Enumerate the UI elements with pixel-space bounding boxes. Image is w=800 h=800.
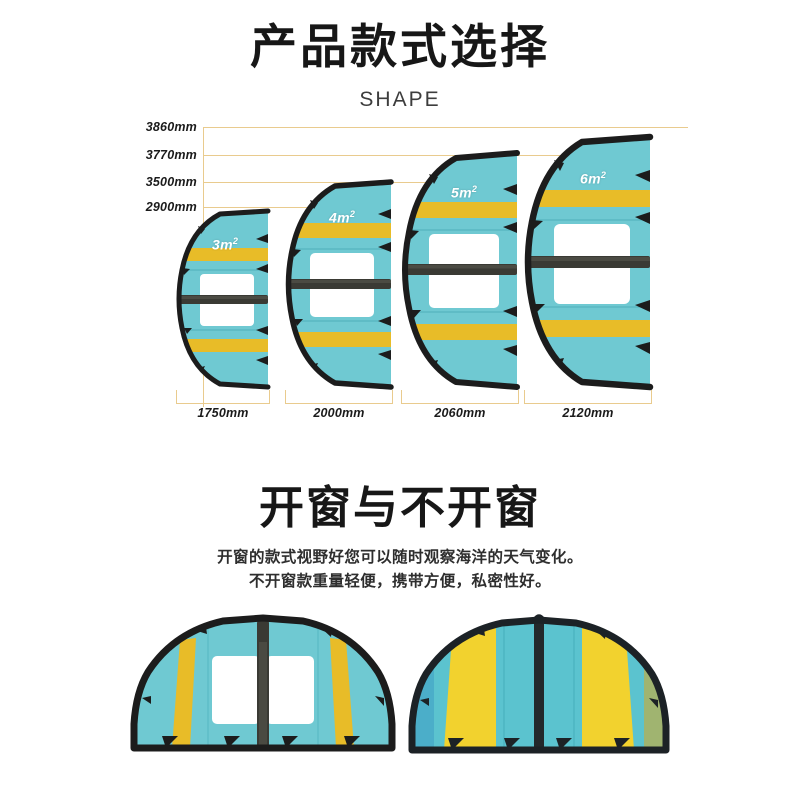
gridline-3860 bbox=[203, 127, 688, 128]
section2-desc-line2: 不开窗款重量轻便，携带方便，私密性好。 bbox=[248, 573, 552, 591]
wing-photos-row bbox=[0, 612, 800, 787]
section2-desc-line1: 开窗的款式视野好您可以随时观察海洋的天气变化。 bbox=[217, 549, 583, 566]
gridline-2900 bbox=[203, 207, 363, 208]
width-label-4m: 2000mm bbox=[313, 406, 365, 420]
section2-description: 开窗的款式视野好您可以随时观察海洋的天气变化。 不开窗款重量轻便，携带方便，私密… bbox=[0, 546, 800, 594]
width-label-5m: 2060mm bbox=[434, 406, 486, 420]
gridline-3770 bbox=[203, 155, 588, 156]
section2-title: 开窗与不开窗 bbox=[258, 482, 541, 533]
axis-label-3860: 3860mm bbox=[145, 120, 197, 134]
width-label-6m: 2120mm bbox=[562, 406, 614, 420]
bracket-3m bbox=[176, 390, 270, 404]
wing-profiles-row: 3m2 bbox=[0, 118, 800, 408]
wing-profile-5m[interactable]: 5m2 bbox=[401, 150, 520, 390]
wing-profile-4m[interactable]: 4m2 bbox=[285, 179, 394, 390]
axis-label-2900: 2900mm bbox=[145, 200, 197, 214]
gridline-3500 bbox=[203, 182, 475, 183]
axis-label-3500: 3500mm bbox=[145, 175, 197, 189]
axis-label-3770: 3770mm bbox=[145, 148, 197, 162]
section1-subtitle: SHAPE bbox=[359, 88, 441, 111]
width-bracket-row: 1750mm 2000mm 2060mm 2120mm bbox=[0, 390, 800, 430]
bracket-5m bbox=[401, 390, 519, 404]
bracket-4m bbox=[285, 390, 393, 404]
wing-photo-without-window[interactable] bbox=[404, 612, 674, 762]
bracket-6m bbox=[524, 390, 652, 404]
section1-title: 产品款式选择 bbox=[250, 20, 550, 73]
chart-axis-labels: 3860mm 3770mm 3500mm 2900mm bbox=[105, 118, 197, 398]
width-label-3m: 1750mm bbox=[197, 406, 249, 420]
size-comparison-chart: 3860mm 3770mm 3500mm 2900mm bbox=[0, 118, 800, 428]
wing-photo-with-window[interactable] bbox=[128, 612, 398, 762]
wing-profile-6m[interactable]: 6m2 bbox=[524, 133, 654, 391]
wing-profile-3m[interactable]: 3m2 bbox=[176, 208, 271, 390]
